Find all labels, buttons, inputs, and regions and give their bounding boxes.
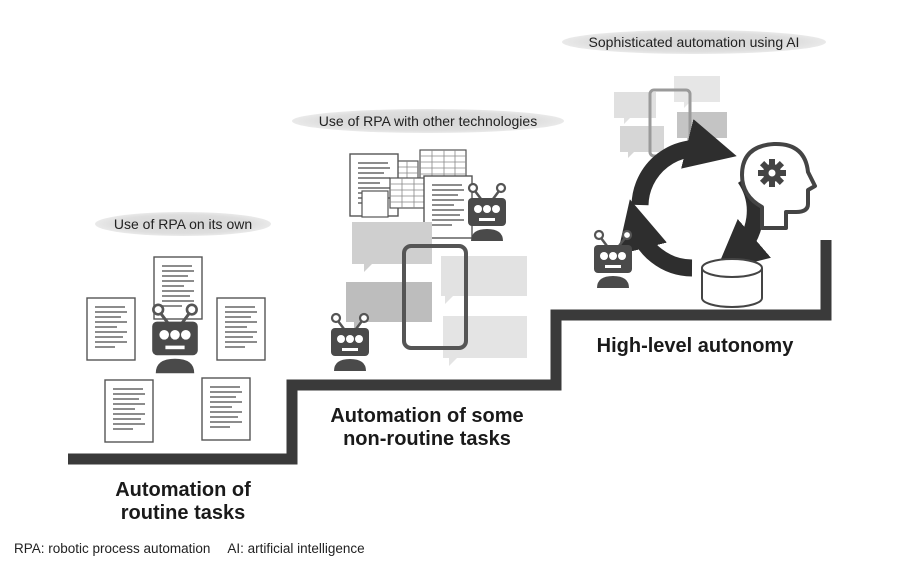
stage3-title: High-level autonomy xyxy=(572,335,818,358)
chat-bubble-icon xyxy=(441,256,527,304)
stage1-title: Automation of routine tasks xyxy=(70,479,296,525)
chat-bubble-icon xyxy=(674,76,720,108)
stage1-title-line1: Automation of xyxy=(115,479,251,501)
caption-stage3: Sophisticated automation using AI xyxy=(562,30,826,54)
chat-bubble-icon xyxy=(352,222,432,272)
document-icon xyxy=(104,379,154,443)
document-icon xyxy=(361,190,389,218)
document-icon xyxy=(86,297,136,361)
caption-stage1-text: Use of RPA on its own xyxy=(113,216,253,232)
stage2-title-line2: non-routine tasks xyxy=(343,428,511,450)
caption-stage3-text: Sophisticated automation using AI xyxy=(588,34,800,50)
stage2-title-line1: Automation of some xyxy=(330,405,524,427)
document-icon xyxy=(216,297,266,361)
footnote-rpa: RPA: robotic process automation xyxy=(14,541,211,556)
chat-bubble-icon xyxy=(620,126,664,158)
chat-bubble-icon xyxy=(443,316,527,366)
stage1-illustration xyxy=(86,256,266,443)
chat-bubble-icon xyxy=(614,92,656,124)
caption-stage2: Use of RPA with other technologies xyxy=(292,109,564,133)
head-gear-icon xyxy=(740,141,817,230)
robot-icon xyxy=(329,312,371,373)
stage3-title-line1: High-level autonomy xyxy=(596,335,794,357)
stage1-title-line2: routine tasks xyxy=(120,502,246,524)
chat-bubble-icon xyxy=(346,282,432,330)
chat-bubble-icon xyxy=(677,112,727,144)
cycle-arrows-icon xyxy=(617,119,771,277)
robot-icon xyxy=(592,229,634,290)
caption-stage1: Use of RPA on its own xyxy=(95,212,271,236)
stage2-title: Automation of some non-routine tasks xyxy=(300,405,554,451)
footnote: RPA: robotic process automation AI: arti… xyxy=(14,541,379,556)
staircase xyxy=(68,240,832,465)
stage3-illustration xyxy=(592,76,817,308)
footnote-ai: AI: artificial intelligence xyxy=(227,541,365,556)
smartphone-icon xyxy=(402,244,468,350)
database-icon xyxy=(701,258,763,308)
document-icon xyxy=(201,377,251,441)
stage2-illustration xyxy=(329,149,527,373)
robot-icon xyxy=(466,182,508,243)
caption-stage2-text: Use of RPA with other technologies xyxy=(318,113,538,129)
